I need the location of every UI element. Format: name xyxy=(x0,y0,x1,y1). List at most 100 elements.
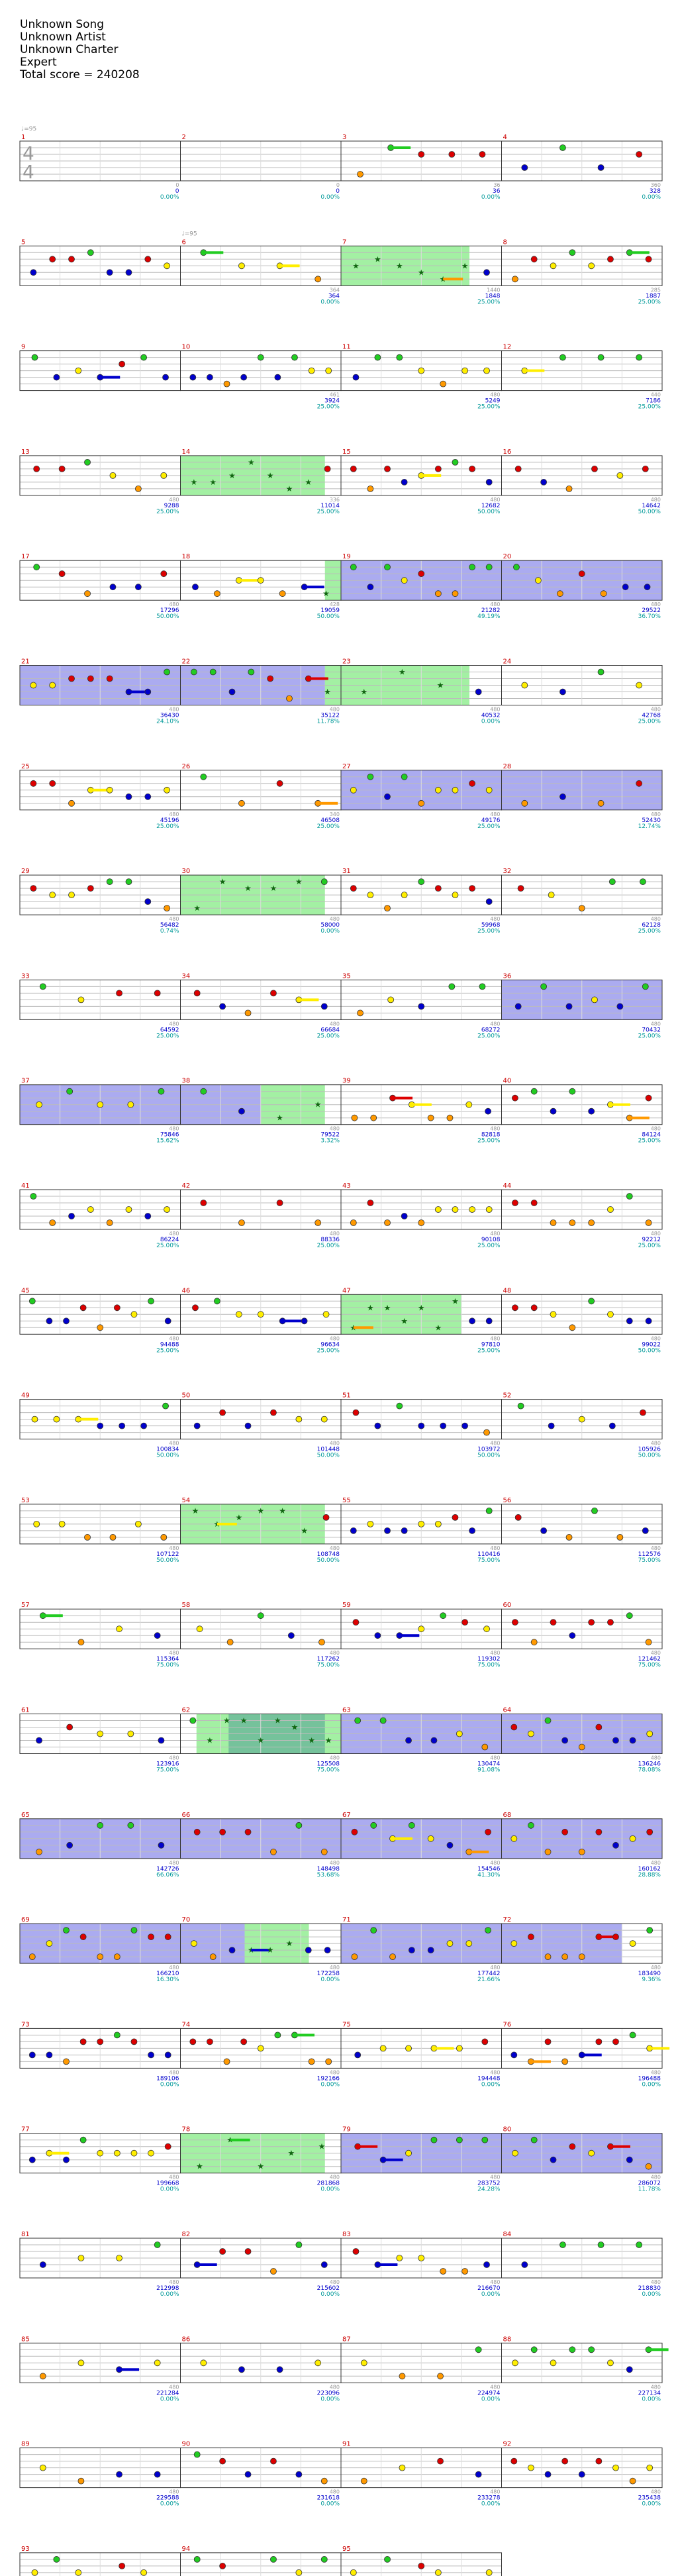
measure-number: 80 xyxy=(503,2126,512,2134)
star-note: ★ xyxy=(384,1303,391,1312)
note-gem xyxy=(469,885,475,892)
sustain-tail xyxy=(610,2145,630,2148)
measure-number: 41 xyxy=(21,1182,30,1190)
measure-percent: 0.00% xyxy=(160,2291,179,2298)
measure-percent: 25.00% xyxy=(317,1347,340,1354)
note-gem xyxy=(33,466,40,472)
sustain-tail xyxy=(650,2047,670,2050)
measure-box xyxy=(501,2342,663,2383)
note-gem xyxy=(384,564,391,571)
note-gem xyxy=(485,1317,493,1325)
measure-subscore: 480 xyxy=(490,392,500,398)
measure-number: 4 xyxy=(503,134,507,141)
note-gem xyxy=(645,1317,652,1325)
sustain-tail xyxy=(358,2145,378,2148)
note-gem xyxy=(461,367,469,374)
note-gem xyxy=(521,164,528,171)
measure-percent: 0.00% xyxy=(160,2081,179,2088)
note-gem xyxy=(591,1507,598,1514)
note-gem xyxy=(485,1206,493,1213)
note-gem xyxy=(418,1625,425,1633)
measure-number: 34 xyxy=(182,972,191,980)
measure-subscore: 480 xyxy=(169,2489,179,2495)
note-gem xyxy=(350,2569,357,2576)
measure-number: 75 xyxy=(342,2021,351,2028)
note-gem xyxy=(97,1730,104,1737)
note-gem xyxy=(512,276,518,283)
note-gem xyxy=(164,668,170,676)
note-gem xyxy=(87,885,94,892)
note-gem xyxy=(513,564,520,571)
note-gem xyxy=(200,2359,207,2367)
measure-percent: 25.00% xyxy=(317,823,340,830)
measure-percent: 36.70% xyxy=(638,613,661,620)
note-gem xyxy=(521,799,528,807)
charter-name: Unknown Charter xyxy=(20,43,119,56)
note-gem xyxy=(626,1193,633,1200)
measure-score: 70432 xyxy=(642,1027,661,1033)
note-gem xyxy=(244,2471,252,2478)
note-gem xyxy=(646,1828,654,1835)
note-gem xyxy=(238,262,245,270)
measure-percent: 0.00% xyxy=(320,2187,340,2193)
measure-number: 45 xyxy=(21,1287,30,1294)
note-gem xyxy=(616,1003,624,1010)
note-gem xyxy=(116,2255,122,2261)
note-gem xyxy=(446,1841,454,1849)
sustain-tail xyxy=(217,1522,237,1525)
note-gem xyxy=(360,2359,367,2367)
measure-score: 231618 xyxy=(317,2495,340,2502)
star-note: ★ xyxy=(325,1736,332,1745)
measure-number: 2 xyxy=(182,134,186,141)
measure-number: 25 xyxy=(21,763,30,770)
note-gem xyxy=(461,2268,469,2275)
measure-subscore: 480 xyxy=(490,1545,500,1551)
note-gem xyxy=(350,564,357,571)
sustain-tail xyxy=(610,1103,630,1106)
sustain-tail xyxy=(391,146,411,149)
measure-subscore: 480 xyxy=(490,1860,500,1866)
note-gem xyxy=(408,1947,415,1954)
note-gem xyxy=(351,1828,358,1835)
measure-score: 52430 xyxy=(642,817,661,824)
note-gem xyxy=(595,2038,603,2045)
measure-score: 328 xyxy=(650,188,661,195)
measure-score: 1848 xyxy=(485,293,501,299)
star-note: ★ xyxy=(257,2162,264,2171)
measure-percent: 50.00% xyxy=(156,1557,179,1564)
note-gem xyxy=(521,2261,528,2268)
note-gem xyxy=(485,1927,491,1934)
note-gem xyxy=(324,466,331,472)
measure-number: 38 xyxy=(182,1078,191,1085)
note-gem xyxy=(315,276,322,283)
note-gem xyxy=(530,1200,538,1206)
note-gem xyxy=(63,1927,70,1934)
measure-score: 125508 xyxy=(317,1761,340,1768)
measure-number: 60 xyxy=(503,1602,512,1609)
measure-number: 31 xyxy=(342,868,351,875)
note-gem xyxy=(514,466,522,472)
measure-score: 112576 xyxy=(638,1551,661,1558)
note-gem xyxy=(540,479,548,486)
note-gem xyxy=(440,2268,447,2275)
note-gem xyxy=(30,1193,37,1200)
note-gem xyxy=(295,2241,303,2248)
measure-number: 19 xyxy=(342,553,351,560)
measure-number: 71 xyxy=(342,1916,351,1924)
note-gem xyxy=(483,1625,490,1633)
measure-subscore: 480 xyxy=(169,601,179,607)
note-gem xyxy=(305,1947,312,1954)
note-gem xyxy=(405,1737,412,1744)
measure-score: 94488 xyxy=(160,1341,179,1348)
measure-score: 7186 xyxy=(646,398,661,405)
note-gem xyxy=(238,799,245,807)
note-gem xyxy=(109,584,117,591)
measure-number: 93 xyxy=(21,2546,30,2553)
measure-subscore: 480 xyxy=(169,1755,179,1761)
note-gem xyxy=(49,256,56,263)
note-gem xyxy=(87,675,94,682)
measure-subscore: 480 xyxy=(651,1126,661,1132)
note-gem xyxy=(485,1108,491,1115)
note-gem xyxy=(559,793,566,800)
note-gem xyxy=(418,1003,425,1010)
